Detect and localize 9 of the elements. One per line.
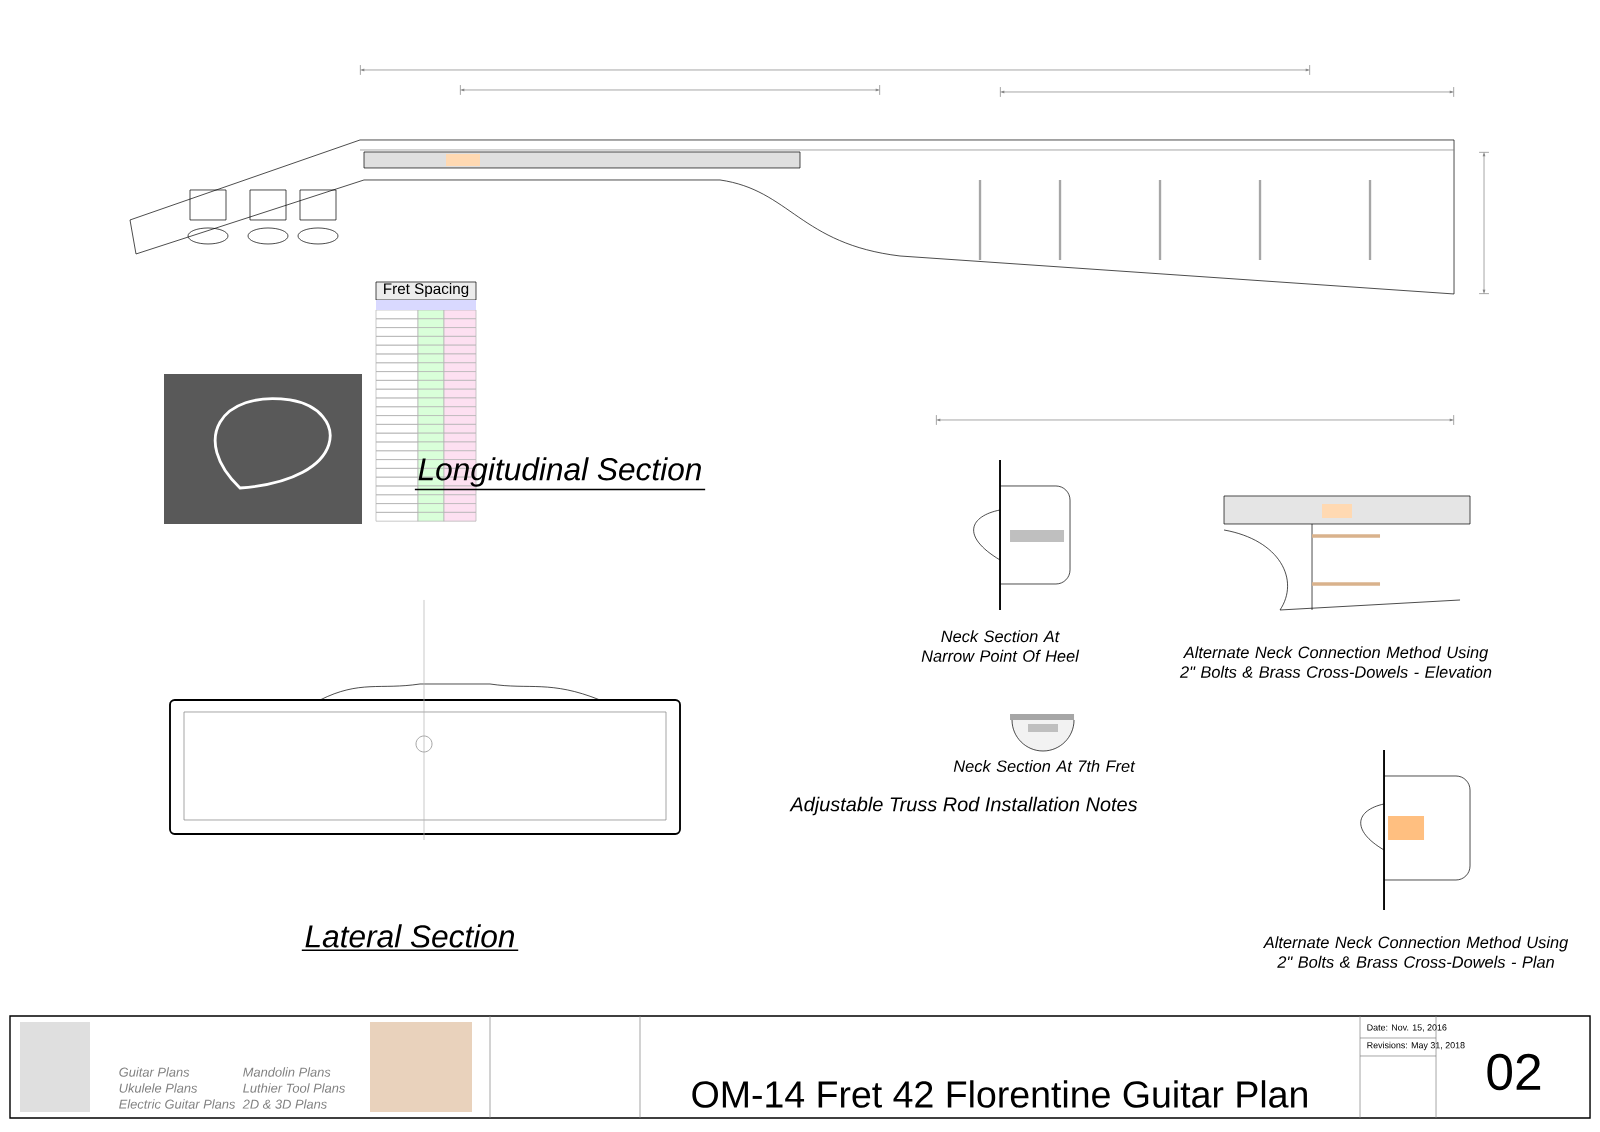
section-title: Lateral Section <box>305 924 515 948</box>
view-title: Alternate Neck Connection Method Using 2" Bolts & Brass Cross-Dowels - Elevation <box>1179 646 1492 678</box>
view-title: Alternate Neck Connection Method Using 2" Bolts & Brass Cross-Dowels - Plan <box>1262 936 1569 968</box>
view-title: Neck Section At 7th Fret <box>953 760 1136 772</box>
plan-title: OM-14 Fret 42 Florentine Guitar Plan <box>692 1080 1307 1108</box>
section-title: Longitudinal Section <box>418 457 701 487</box>
notes-heading: Adjustable Truss Rod Installation Notes <box>789 796 1138 816</box>
view-title: Neck Section At Narrow Point Of Heel <box>921 630 1080 662</box>
sheet-number: 02 <box>1487 1053 1541 1091</box>
